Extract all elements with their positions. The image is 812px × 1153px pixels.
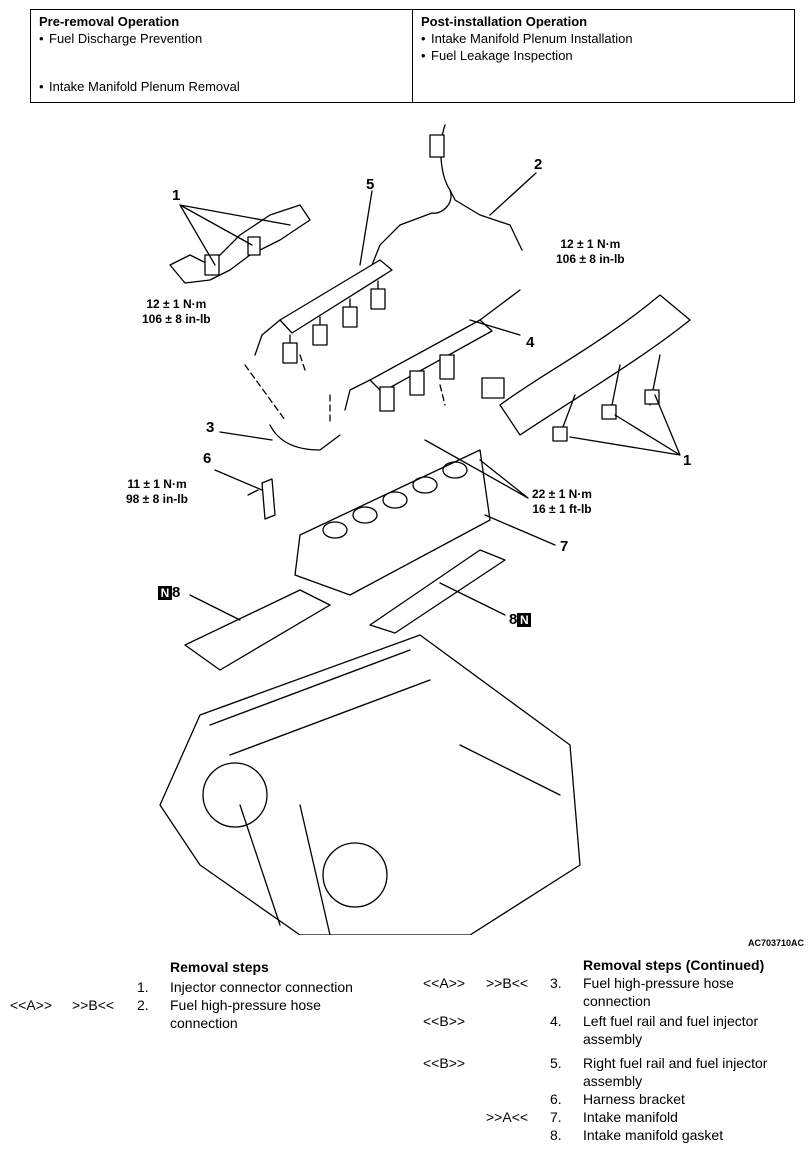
callout-1: 1 bbox=[172, 187, 181, 204]
fuel-hose-3-drawing bbox=[269, 424, 341, 451]
pre-removal-item: Fuel Discharge Prevention bbox=[39, 30, 404, 47]
fuel-hose-drawing bbox=[431, 124, 523, 251]
right-gasket-drawing bbox=[369, 549, 506, 634]
exploded-diagram bbox=[159, 124, 691, 935]
pre-removal-title: Pre-removal Operation bbox=[39, 14, 180, 29]
intake-manifold-drawing bbox=[294, 449, 491, 596]
callout-2: 2 bbox=[534, 156, 543, 173]
callout-1-right: 1 bbox=[683, 452, 692, 469]
left-fuel-rail-drawing bbox=[369, 319, 493, 393]
connector-harness-drawing bbox=[169, 204, 311, 284]
engine-block-drawing bbox=[159, 634, 581, 935]
n-mark-icon: N bbox=[158, 586, 172, 601]
callout-3: 3 bbox=[206, 419, 215, 436]
pre-removal-cell: Pre-removal Operation Fuel Discharge Pre… bbox=[31, 10, 412, 102]
callout-7: 7 bbox=[560, 538, 569, 555]
figure-id: AC703710AC bbox=[747, 938, 804, 948]
removal-steps-right: Removal steps (Continued) <<A>> >>B<< 3.… bbox=[423, 957, 768, 1143]
removal-steps-left: Removal steps 1. Injector connector conn… bbox=[10, 959, 353, 1031]
callout-6: 6 bbox=[203, 450, 212, 467]
engine-harness-drawing bbox=[499, 294, 691, 436]
pre-removal-item: Intake Manifold Plenum Removal bbox=[39, 78, 404, 95]
right-fuel-rail-drawing bbox=[279, 259, 393, 334]
post-installation-item: Fuel Leakage Inspection bbox=[421, 47, 786, 64]
steps-title: Removal steps bbox=[170, 959, 269, 975]
steps-title: Removal steps (Continued) bbox=[583, 957, 765, 973]
callout-5: 5 bbox=[366, 176, 375, 193]
n-mark-icon: N bbox=[517, 613, 532, 628]
left-gasket-drawing bbox=[184, 589, 331, 671]
operation-table: Pre-removal Operation Fuel Discharge Pre… bbox=[30, 9, 795, 103]
callout-4: 4 bbox=[526, 334, 535, 351]
post-installation-cell: Post-installation Operation Intake Manif… bbox=[412, 10, 794, 102]
post-installation-title: Post-installation Operation bbox=[421, 14, 588, 29]
post-installation-item: Intake Manifold Plenum Installation bbox=[421, 30, 786, 47]
harness-bracket-drawing bbox=[261, 478, 276, 520]
